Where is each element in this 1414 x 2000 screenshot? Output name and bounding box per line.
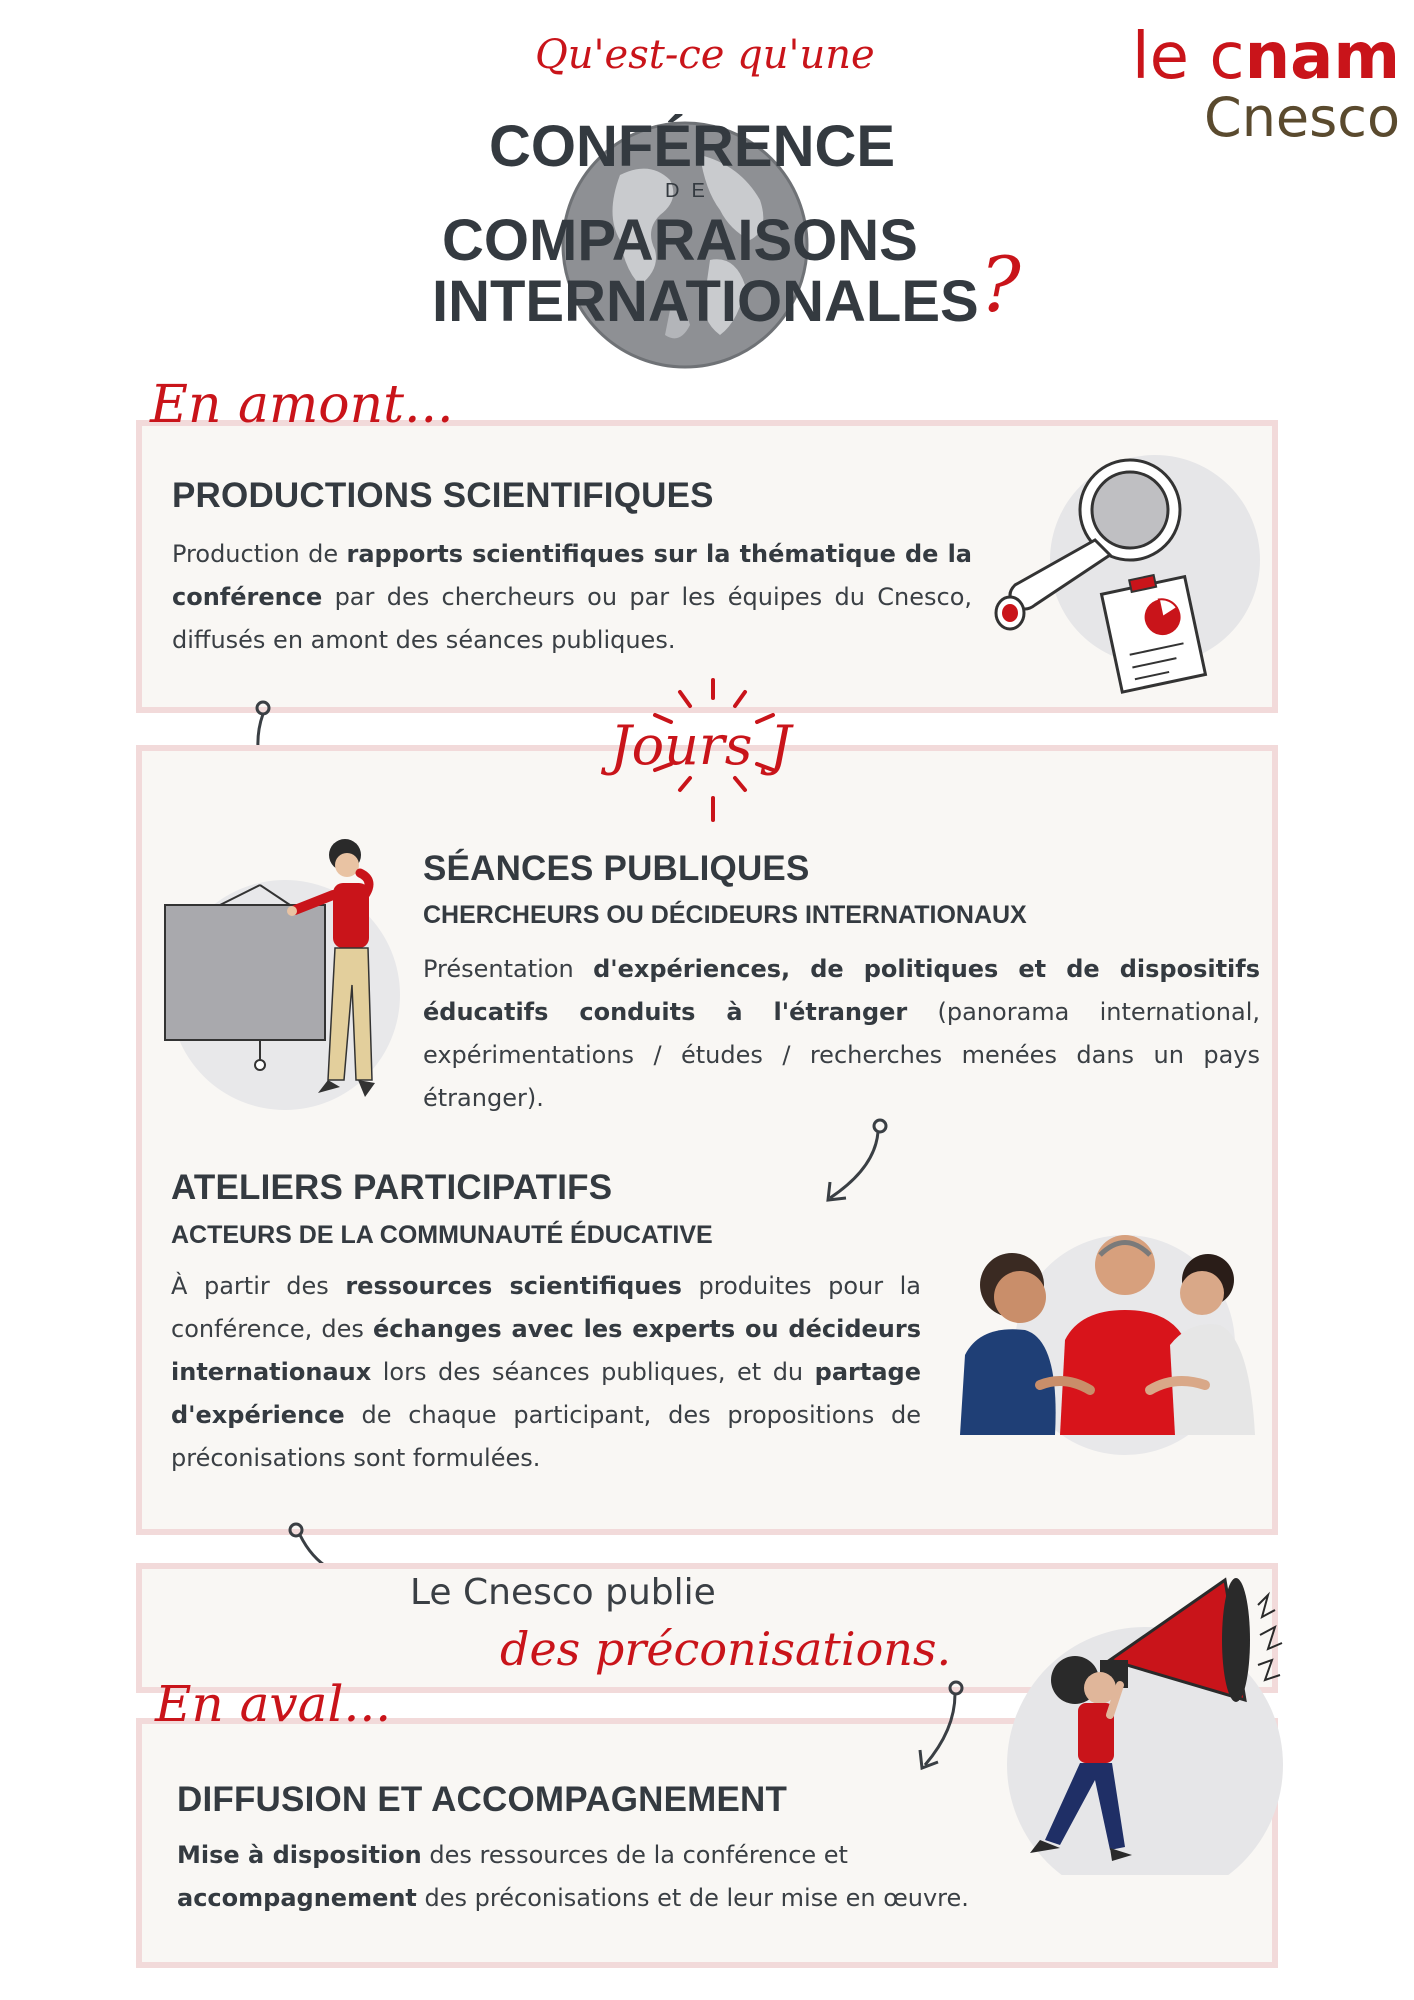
aval-text: des ressources de la conférence et	[421, 1841, 848, 1869]
megaphone-illustration	[1000, 1565, 1330, 1875]
logo-light-text: le c	[1131, 20, 1245, 94]
ateliers-text: produites pour la conférence, des	[171, 1272, 922, 1343]
workshop-illustration	[950, 1225, 1270, 1455]
publie-line-1: Le Cnesco publie	[410, 1572, 716, 1613]
title-de: DE	[665, 180, 717, 202]
presenter-illustration	[160, 835, 400, 1135]
aval-paragraph: Mise à disposition des ressources de la …	[177, 1834, 1057, 1920]
megaphone-woman-icon	[1030, 1577, 1283, 1861]
aval-bold-text: Mise à disposition	[177, 1841, 422, 1869]
magnifier-illustration	[985, 445, 1275, 705]
amont-text: Production de	[172, 540, 347, 568]
globe-icon	[560, 120, 810, 370]
ateliers-heading: ATELIERS PARTICIPATIFS	[171, 1168, 613, 1207]
curved-arrow-icon	[910, 1680, 970, 1775]
title-question-mark: ?	[980, 240, 1021, 329]
workshop-people-icon	[960, 1235, 1255, 1435]
aval-text: des préconisations et de leur mise en œu…	[416, 1884, 969, 1912]
ateliers-paragraph: À partir des ressources scientifiques pr…	[171, 1265, 921, 1480]
clipboard-chart-icon	[1099, 573, 1208, 694]
magnifier-icon	[994, 458, 1182, 631]
jours-label: Jours J	[610, 714, 792, 777]
curved-arrow-icon	[820, 1118, 900, 1208]
publie-line-2: des préconisations.	[500, 1622, 952, 1676]
logo-cnesco-text: Cnesco	[1203, 86, 1400, 149]
burst-icon	[625, 670, 805, 830]
title-line-2: COMPARAISONS	[442, 208, 918, 273]
amont-text: par des chercheurs ou par les équipes du…	[172, 583, 972, 654]
logo: le cnam Cnesco	[1100, 22, 1400, 146]
ateliers-bold-text: ressources scientifiques	[345, 1272, 682, 1300]
amont-bold-text: rapports scientifiques sur la thématique…	[172, 540, 973, 611]
presenter-icon	[287, 839, 375, 1097]
seances-paragraph: Présentation d'expériences, de politique…	[423, 948, 1260, 1120]
seances-text: (panorama international, expérimentation…	[423, 998, 1260, 1112]
ateliers-text: de chaque participant, des propositions …	[171, 1401, 921, 1472]
intro-text: Qu'est-ce qu'une	[535, 32, 875, 78]
ateliers-subheading: ACTEURS DE LA COMMUNAUTÉ ÉDUCATIVE	[171, 1221, 713, 1249]
ateliers-bold-text: échanges avec les experts ou décideurs i…	[171, 1315, 921, 1386]
ateliers-text: lors des séances publiques, et du	[371, 1358, 815, 1386]
amont-paragraph: Production de rapports scientifiques sur…	[172, 533, 972, 662]
aval-heading: DIFFUSION ET ACCOMPAGNEMENT	[177, 1780, 788, 1819]
amont-heading: PRODUCTIONS SCIENTIFIQUES	[172, 476, 714, 515]
title-line-1: CONFÉRENCE	[489, 114, 896, 179]
seances-subheading: CHERCHEURS OU DÉCIDEURS INTERNATIONAUX	[423, 901, 1027, 929]
ateliers-text: À partir des	[171, 1272, 346, 1300]
logo-bold-text: nam	[1244, 20, 1400, 94]
seances-heading: SÉANCES PUBLIQUES	[423, 849, 810, 888]
title-line-3: INTERNATIONALES	[432, 269, 979, 334]
aval-label: En aval...	[155, 1675, 392, 1733]
aval-bold-text: accompagnement	[177, 1884, 417, 1912]
seances-bold-text: d'expériences, de politiques et de dispo…	[423, 955, 1260, 1026]
seances-text: Présentation	[423, 955, 594, 983]
ateliers-bold-text: partage d'expérience	[171, 1358, 921, 1429]
amont-label: En amont...	[150, 375, 454, 435]
